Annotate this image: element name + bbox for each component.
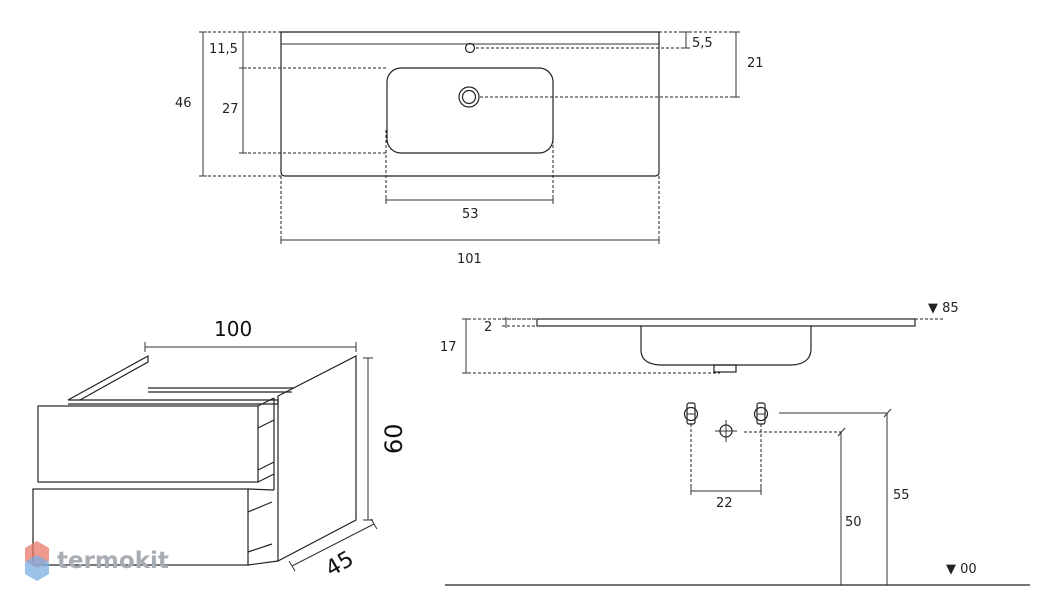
basin-profile bbox=[640, 326, 812, 366]
drain-outlet bbox=[713, 364, 737, 373]
dim-basin-width: 53 bbox=[462, 207, 479, 222]
drain-outer bbox=[458, 86, 480, 108]
level-floor: ▼ 00 bbox=[946, 562, 977, 577]
drain-connection-icon bbox=[715, 420, 737, 442]
dim-cabinet-width: 100 bbox=[214, 317, 252, 341]
cabinet-side-panel bbox=[277, 355, 357, 562]
hot-water-valve-icon bbox=[683, 402, 699, 425]
tap-hole bbox=[464, 42, 476, 54]
dim-front-offset: 11,5 bbox=[209, 42, 238, 57]
watermark-text: termokit bbox=[57, 548, 169, 574]
countertop-section bbox=[536, 318, 916, 327]
dim-total-width: 101 bbox=[457, 252, 482, 267]
cold-water-valve-icon bbox=[753, 402, 769, 425]
dim-cabinet-depth: 45 bbox=[322, 547, 359, 583]
cabinet-view: 100 60 45 bbox=[32, 317, 408, 583]
basin-outline bbox=[386, 67, 554, 154]
dim-cabinet-height: 60 bbox=[380, 423, 408, 454]
dim-tap-offset: 5,5 bbox=[692, 36, 713, 51]
dim-height-50: 50 bbox=[845, 515, 862, 530]
upper-drawer bbox=[37, 405, 259, 483]
dim-thickness: 2 bbox=[484, 320, 492, 335]
dim-basin-depth: 27 bbox=[222, 102, 239, 117]
watermark: termokit bbox=[25, 541, 169, 581]
lower-drawer bbox=[32, 488, 249, 566]
top-view: 46 11,5 27 5,5 21 53 101 bbox=[175, 31, 764, 267]
dim-height-55: 55 bbox=[893, 488, 910, 503]
level-top: ▼ 85 bbox=[928, 301, 959, 316]
side-view: ▼ 85 2 17 bbox=[440, 301, 1030, 586]
drain-inner bbox=[461, 89, 477, 105]
dim-basin-height: 17 bbox=[440, 340, 457, 355]
countertop-outline bbox=[280, 31, 660, 177]
termokit-logo-icon bbox=[25, 541, 49, 581]
dim-total-depth: 46 bbox=[175, 96, 192, 111]
dim-tap-spacing: 22 bbox=[716, 496, 733, 511]
dim-drain-offset: 21 bbox=[747, 56, 764, 71]
